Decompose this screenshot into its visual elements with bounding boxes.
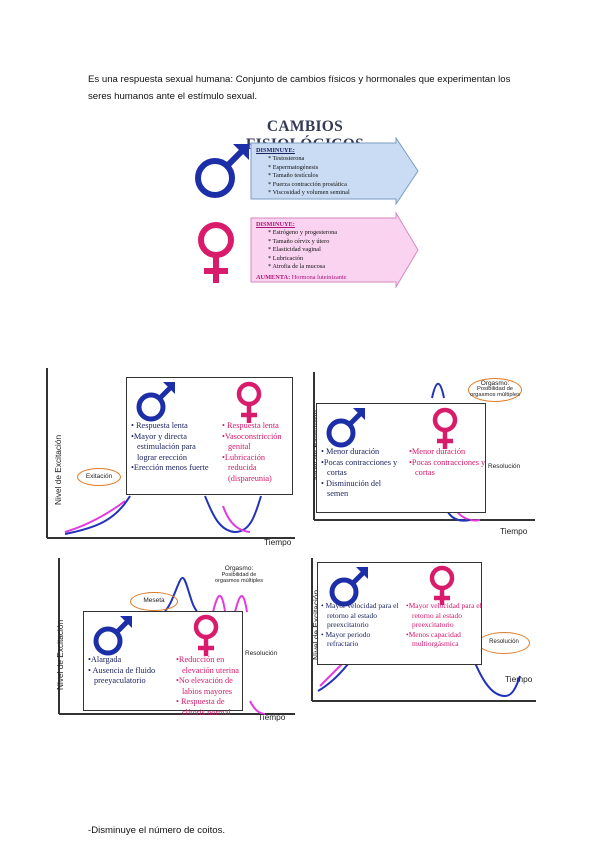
excitacion-bubble: Exitación	[77, 468, 121, 486]
female-heading: DISMINUYE:	[256, 221, 295, 228]
aumenta-line: AUMENTA: Hormona luteinizante	[256, 274, 406, 282]
orgasmo-male-item: • Menor duración	[321, 447, 380, 456]
orgasmo-side-label: Resolución	[488, 463, 521, 470]
female-item: Atrofia de la mucosa	[268, 263, 406, 271]
orgasmo-bubble-line: Posibilidad de	[476, 385, 514, 392]
female-item: Estrógeno y progesterona	[268, 229, 406, 237]
resolucion-female-list: •Mayor velocidad para el retorno al esta…	[406, 601, 483, 649]
meseta-female-list: •Reducción en elevación uterina •No elev…	[176, 655, 244, 719]
meseta-female-item: • Respuesta de clítoris normal	[176, 697, 231, 717]
meseta-bubble: Meseta	[130, 592, 178, 611]
orgasmo-male-list: • Menor duración •Pocas contracciones y …	[321, 447, 403, 500]
orgasmo-bubble: Orgasmo: Posibilidad de orgasmos múltipl…	[468, 378, 522, 402]
resolucion-female-item: •Menos capacidad multiorgásmica	[406, 629, 461, 649]
excitacion-card: • Respuesta lenta •Mayor y directa estim…	[126, 377, 293, 495]
resolucion-male-item: • Mayor periodo refractario	[321, 629, 371, 649]
resolucion-card: • Mayor velocidad para el retorno al est…	[317, 562, 482, 665]
aumenta-label: AUMENTA:	[256, 274, 291, 282]
meseta-top-line: orgasmos múltiples	[214, 578, 264, 585]
male-symbol-icon	[195, 144, 249, 198]
meseta-top-line: Posibilidad de	[221, 572, 257, 579]
footer-text: -Disminuye el número de coitos.	[88, 825, 226, 836]
meseta-side-label: Resolución	[245, 650, 278, 657]
excitacion-male-item: • Respuesta lenta	[131, 421, 188, 430]
male-item: Espermatogénesis	[268, 164, 406, 172]
meseta-top-title: Orgasmo:	[224, 565, 254, 572]
resolucion-graph	[311, 558, 536, 702]
excitacion-graph	[46, 368, 295, 539]
meseta-graph	[58, 558, 295, 715]
orgasmo-female-item: •Menor duración	[409, 447, 466, 456]
orgasmo-male-item: • Disminución del semen	[321, 478, 382, 499]
excitacion-female-item: • Respuesta lenta	[222, 421, 279, 430]
orgasmo-female-item: •Pocas contracciones y cortas	[409, 457, 486, 478]
male-symbol-icon	[326, 408, 365, 448]
male-item: Fuerza contracción prostática	[268, 181, 406, 189]
male-item: Tamaño testículos	[268, 172, 406, 180]
meseta-male-list: •Alargada • Ausencia de fluido preeyacul…	[88, 655, 172, 687]
male-changes-box: DISMINUYE: Testosterona Espermatogénesis…	[256, 147, 406, 197]
excitacion-female-item: •Lubricación reducida (dispareunia)	[222, 452, 272, 483]
female-symbol-icon	[193, 614, 219, 656]
male-symbol-icon	[329, 567, 368, 607]
female-symbol-icon	[432, 407, 458, 449]
male-item: Viscosidad y volumen seminal	[268, 189, 406, 197]
male-item: Testosterona	[268, 155, 406, 163]
resolucion-male-item: • Mayor velocidad para el retorno al est…	[321, 601, 399, 630]
meseta-card: •Alargada • Ausencia de fluido preeyacul…	[83, 611, 243, 717]
excitacion-male-item: •Mayor y directa estimulación para logra…	[131, 431, 196, 462]
meseta-ylabel: Nivel de Excitación	[55, 619, 65, 690]
orgasmo-card: • Menor duración •Pocas contracciones y …	[316, 403, 486, 513]
aumenta-value: Hormona luteinizante	[291, 274, 347, 282]
meseta-female-item: •Reducción en elevación uterina	[176, 655, 239, 675]
male-symbol-icon	[93, 616, 132, 656]
resolucion-bubble: Resolución	[478, 632, 530, 654]
male-symbol-icon	[136, 382, 175, 422]
female-item: Tamaño cérvix y útero	[268, 238, 406, 246]
excitacion-female-item: •Vasoconstricción genital	[222, 431, 282, 452]
intro-text: Es una respuesta sexual humana: Conjunto…	[88, 74, 511, 102]
meseta-male-item: • Ausencia de fluido preeyaculatorio	[88, 665, 156, 686]
orgasmo-male-item: •Pocas contracciones y cortas	[321, 457, 398, 478]
orgasmo-bubble-title: Orgasmo:	[480, 380, 510, 387]
resolucion-female-item: •Mayor velocidad para el retorno al esta…	[406, 601, 482, 630]
meseta-female-item: •No elevación de labios mayores	[176, 676, 233, 696]
excitacion-male-item: •Erección menos fuerte	[131, 463, 209, 473]
excitacion-male-list: • Respuesta lenta •Mayor y directa estim…	[131, 421, 211, 474]
female-item: Lubricación	[268, 255, 406, 263]
excitacion-xlabel: Tiempo	[264, 537, 292, 547]
female-symbol-icon	[429, 565, 455, 605]
resolucion-xlabel: Tiempo	[505, 674, 533, 684]
female-changes-box: DISMINUYE: Estrógeno y progesterona Tama…	[256, 221, 406, 283]
meseta-top-note: Orgasmo: Posibilidad de orgasmos múltipl…	[208, 565, 270, 585]
meseta-xlabel: Tiempo	[258, 712, 286, 722]
female-symbol-icon	[198, 222, 234, 283]
orgasmo-xlabel: Tiempo	[500, 526, 528, 536]
resolucion-male-list: • Mayor velocidad para el retorno al est…	[321, 601, 403, 649]
female-item: Elasticidad vaginal	[268, 246, 406, 254]
male-heading: DISMINUYE:	[256, 147, 295, 154]
excitacion-female-list: • Respuesta lenta •Vasoconstricción geni…	[222, 421, 294, 485]
excitacion-ylabel: Nivel de Excitación	[53, 434, 63, 505]
orgasmo-bubble-line: orgasmos múltiples	[470, 391, 520, 398]
orgasmo-female-list: •Menor duración •Pocas contracciones y c…	[409, 447, 487, 479]
meseta-male-item: •Alargada	[88, 655, 122, 664]
female-symbol-icon	[236, 381, 262, 423]
